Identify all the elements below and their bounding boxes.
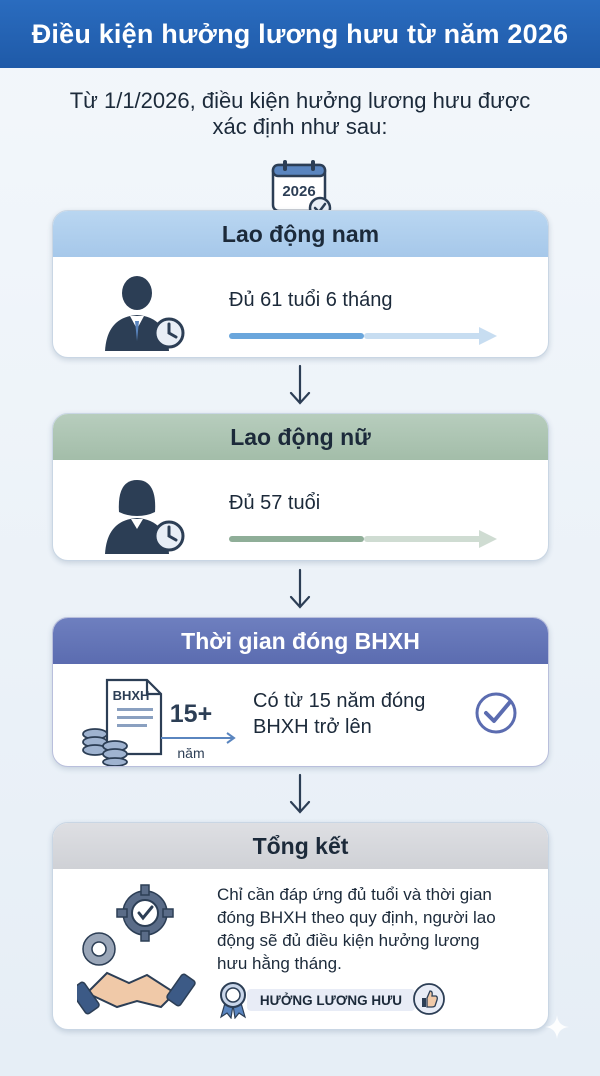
male-worker-clock-icon (105, 276, 185, 351)
summary-line-1: Chỉ cần đáp ứng đủ tuổi và thời gian (217, 885, 492, 904)
calendar-year: 2026 (282, 183, 315, 200)
intro-line-1: Từ 1/1/2026, điều kiện hưởng lương hưu đ… (69, 88, 531, 113)
insurance-document-coins-icon: BHXH 15+ năm (82, 678, 236, 766)
down-arrow-icon (289, 364, 311, 405)
medal-icon (219, 982, 247, 1019)
pension-badge: HƯỞNG LƯƠNG HƯU (217, 979, 447, 1019)
insurance-years-value: 15+ (170, 700, 212, 728)
female-condition: Đủ 57 tuổi (229, 492, 321, 514)
male-progress-arrow (229, 327, 497, 345)
female-progress-arrow (229, 530, 497, 548)
thumbs-up-icon (413, 983, 445, 1015)
male-heading: Lao động nam (53, 211, 548, 257)
insurance-doc-label: BHXH (113, 688, 150, 703)
female-card: Lao động nữ Đủ 57 tuổi (52, 413, 549, 561)
male-condition: Đủ 61 tuổi 6 tháng (229, 289, 393, 311)
page-title: Điều kiện hưởng lương hưu từ năm 2026 (0, 0, 600, 68)
down-arrow-icon (289, 568, 311, 609)
check-circle-icon (475, 692, 517, 734)
gears-handshake-icon (77, 884, 196, 1015)
summary-line-4: hưu hằng tháng. (217, 954, 342, 973)
intro-text: Từ 1/1/2026, điều kiện hưởng lương hưu đ… (40, 88, 560, 140)
pension-badge-label: HƯỞNG LƯƠNG HƯU (247, 989, 415, 1011)
summary-line-2: đóng BHXH theo quy định, người lao (217, 908, 496, 927)
insurance-condition: Có từ 15 năm đóng BHXH trở lên (253, 688, 473, 740)
summary-heading: Tổng kết (53, 823, 548, 869)
intro-line-2: xác định như sau: (212, 114, 388, 139)
sparkle-icon (545, 1015, 569, 1039)
summary-text: Chỉ cần đáp ứng đủ tuổi và thời gian đón… (217, 883, 527, 975)
insurance-line-1: Có từ 15 năm đóng (253, 690, 426, 712)
insurance-years-unit: năm (177, 745, 204, 761)
female-worker-clock-icon (105, 480, 185, 554)
summary-line-3: động sẽ đủ điều kiện hưởng lương (217, 931, 480, 950)
insurance-line-2: BHXH trở lên (253, 716, 372, 738)
insurance-heading: Thời gian đóng BHXH (53, 618, 548, 664)
male-card: Lao động nam Đủ 61 tuổi 6 tháng (52, 210, 549, 358)
summary-card: Tổng kết Chỉ cần đáp ứng đủ tuổi và thời… (52, 822, 549, 1030)
female-heading: Lao động nữ (53, 414, 548, 460)
insurance-card: Thời gian đóng BHXH BHXH 15+ năm Có từ 1… (52, 617, 549, 767)
down-arrow-icon (289, 773, 311, 814)
